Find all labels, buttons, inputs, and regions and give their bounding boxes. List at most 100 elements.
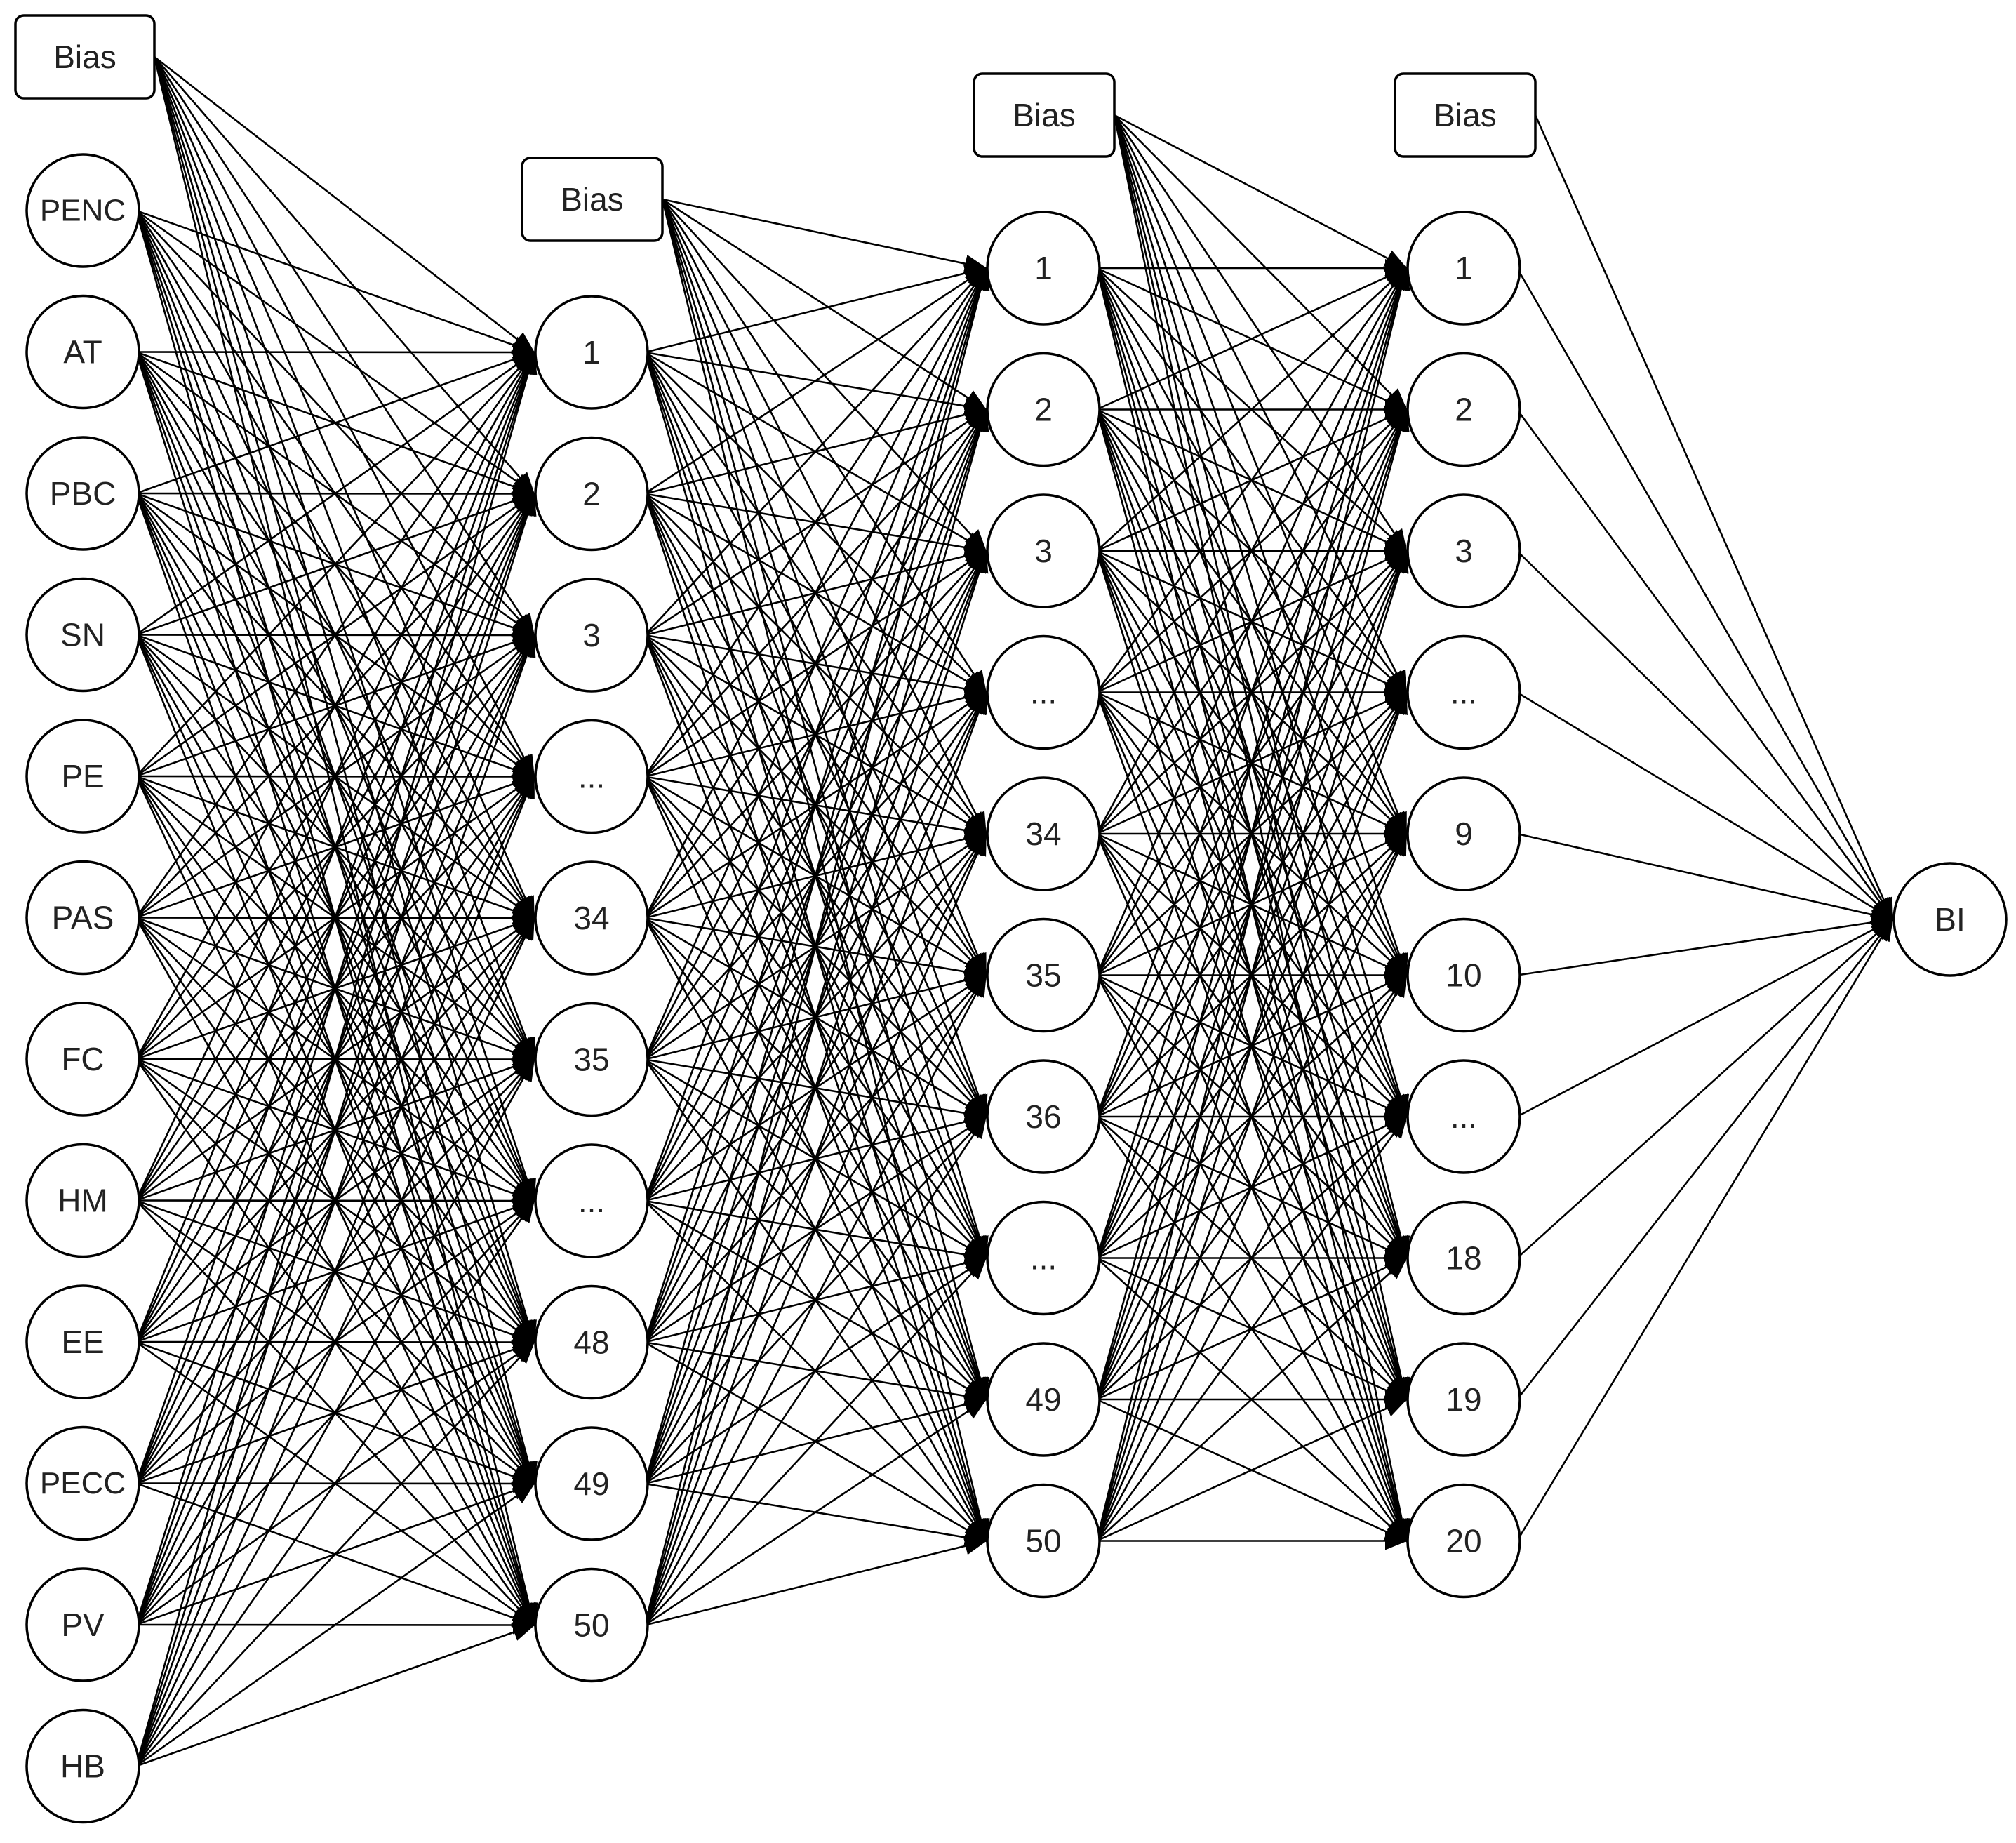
edge-hidden-1-to-hidden-2 xyxy=(643,832,987,1626)
node-hidden-3-9-4: 9 xyxy=(1406,776,1521,891)
edge-hidden-1-to-hidden-2 xyxy=(643,550,989,1625)
edge-bias-to-hidden-3 xyxy=(1113,114,1411,1543)
node-label: BI xyxy=(1935,901,1965,938)
edge-bias-to-hidden-3 xyxy=(1113,114,1408,552)
edge-input-to-hidden-1 xyxy=(135,634,536,1767)
edge-bias-to-hidden-1 xyxy=(153,56,537,1344)
node-output-bi: BI xyxy=(1892,862,2008,977)
bias-box xyxy=(1394,72,1537,158)
node-hidden-3-20-9: 20 xyxy=(1406,1483,1521,1599)
bias-box xyxy=(521,157,664,242)
edge-input-to-hidden-1 xyxy=(135,342,535,361)
node-label: PENC xyxy=(40,194,126,228)
edge-input-to-hidden-1 xyxy=(135,1341,535,1767)
node-hidden-1-2-1: 2 xyxy=(534,436,649,552)
edge-hidden-1-to-hidden-2 xyxy=(644,1398,987,1626)
node-label: 50 xyxy=(1025,1523,1061,1559)
node-label: ... xyxy=(578,759,605,795)
edge-input-to-hidden-1 xyxy=(135,351,535,777)
node-hidden-3-2-1: 2 xyxy=(1406,352,1521,467)
edge-hidden-2-to-hidden-3 xyxy=(1095,267,1408,834)
edge-hidden-1-to-hidden-2 xyxy=(643,1115,987,1626)
edge-hidden-2-to-hidden-3 xyxy=(1095,267,1410,1400)
node-circle xyxy=(1406,1200,1521,1316)
node-hidden-3-19-8: 19 xyxy=(1406,1342,1521,1457)
node-label: 20 xyxy=(1446,1523,1481,1559)
bias-box xyxy=(14,14,156,100)
node-circle xyxy=(25,153,140,268)
edge-hidden-1-to-hidden-2 xyxy=(643,973,987,1626)
bias-box xyxy=(973,72,1116,158)
node-circle xyxy=(986,917,1101,1033)
edge-input-to-hidden-1 xyxy=(135,1623,535,1767)
node-label: FC xyxy=(61,1041,104,1077)
node-circle xyxy=(25,436,140,551)
edge-hidden-3-to-output xyxy=(1516,918,1894,1542)
edge-hidden-2-to-hidden-3 xyxy=(1096,1398,1408,1542)
bias-node-2: Bias xyxy=(521,157,664,242)
node-circle xyxy=(1406,1342,1521,1457)
edge-hidden-3-to-output xyxy=(1516,918,1894,1259)
node-circle xyxy=(534,1284,649,1400)
node-circle xyxy=(25,860,140,976)
node-input-sn: SN xyxy=(25,577,140,693)
edge-hidden-2-to-hidden-3 xyxy=(1096,267,1408,552)
edge-hidden-2-to-hidden-3 xyxy=(1095,267,1410,1541)
node-circle xyxy=(986,1200,1101,1316)
node-hidden-2-3-2: 3 xyxy=(986,493,1101,608)
edge-bias-to-hidden-1 xyxy=(153,56,536,1202)
edge-bias-to-hidden-2 xyxy=(662,199,987,552)
edge-bias-to-hidden-2 xyxy=(661,199,987,977)
bias-node-4: Bias xyxy=(1394,72,1537,158)
node-label: PE xyxy=(61,758,104,794)
node-label: SN xyxy=(60,617,105,653)
edge-hidden-2-to-hidden-3 xyxy=(1095,973,1408,1542)
node-circle xyxy=(986,776,1101,891)
node-label: PV xyxy=(61,1606,105,1643)
node-hidden-1-34-4: 34 xyxy=(534,860,649,976)
node-label: 34 xyxy=(573,900,609,936)
edge-bias-to-hidden-3 xyxy=(1113,114,1408,977)
node-hidden-1-49-8: 49 xyxy=(534,1426,649,1541)
edge-input-to-hidden-1 xyxy=(135,351,535,1202)
node-label: PAS xyxy=(52,900,114,936)
connection-edges xyxy=(135,55,1894,1767)
edge-bias-to-hidden-3 xyxy=(1114,114,1408,411)
edge-bias-to-hidden-2 xyxy=(661,199,987,694)
edge-hidden-2-to-hidden-3 xyxy=(1095,267,1408,693)
node-circle xyxy=(1406,1059,1521,1174)
edge-hidden-1-to-hidden-2 xyxy=(643,267,987,1060)
node-circle xyxy=(534,719,649,834)
edge-hidden-2-to-hidden-3 xyxy=(1095,550,1409,1541)
edge-hidden-3-to-output xyxy=(1516,918,1894,1400)
node-circle xyxy=(25,1425,140,1541)
node-label: 2 xyxy=(1034,392,1053,428)
edge-bias-to-hidden-3 xyxy=(1113,114,1408,835)
node-circle xyxy=(986,1059,1101,1174)
edge-bias-to-hidden-3 xyxy=(1113,114,1408,694)
node-circle xyxy=(986,634,1101,750)
node-input-pas: PAS xyxy=(25,860,140,976)
node-label: ... xyxy=(1030,1240,1057,1277)
node-input-pbc: PBC xyxy=(25,436,140,551)
edge-bias-to-hidden-2 xyxy=(661,199,990,1543)
node-hidden-3-1-0: 1 xyxy=(1406,211,1521,326)
node-label: 3 xyxy=(582,617,601,653)
node-label: 9 xyxy=(1455,816,1473,852)
edge-input-to-hidden-1 xyxy=(135,1058,535,1767)
node-label: 3 xyxy=(1455,533,1473,569)
node-label: 1 xyxy=(582,334,601,371)
edge-bias-to-hidden-3 xyxy=(1113,114,1410,1118)
edge-hidden-1-to-hidden-2 xyxy=(644,267,987,495)
node-circle xyxy=(1406,352,1521,467)
edge-bias-to-hidden-2 xyxy=(662,198,987,411)
edge-bias-to-hidden-3 xyxy=(1113,114,1410,1260)
node-circle xyxy=(1892,862,2008,977)
node-label: 2 xyxy=(1455,392,1473,428)
node-circle xyxy=(1406,1483,1521,1599)
edge-bias-to-hidden-2 xyxy=(661,199,989,1401)
bias-label: Bias xyxy=(53,39,116,75)
edge-hidden-3-to-output xyxy=(1516,913,1894,976)
node-circle xyxy=(25,1567,140,1682)
node-input-penc: PENC xyxy=(25,153,140,268)
